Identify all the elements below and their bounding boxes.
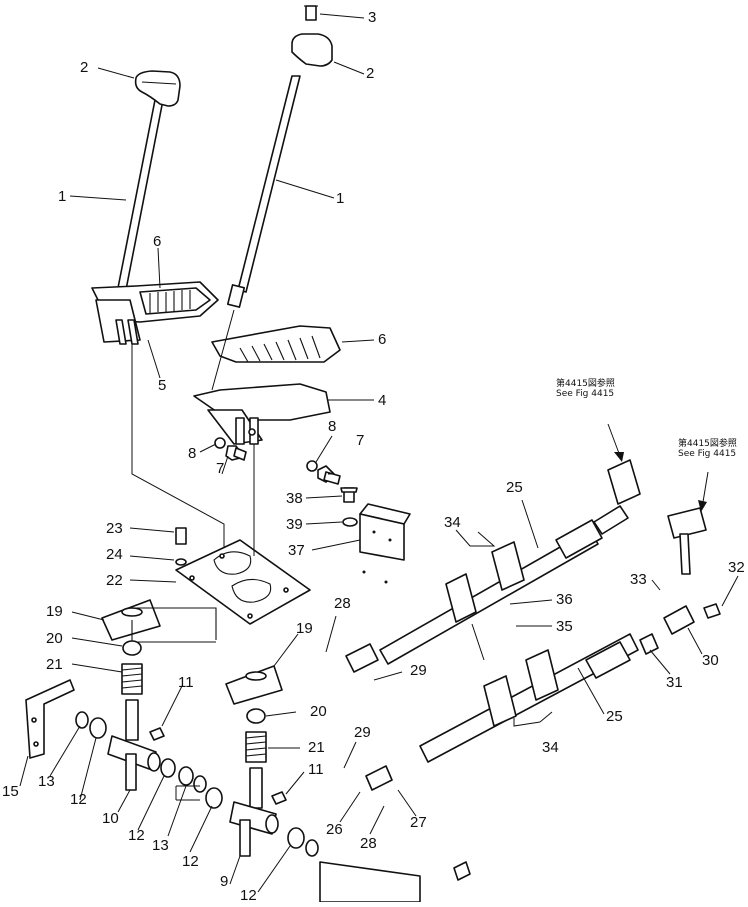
leader-arrowheads: [614, 452, 707, 512]
callout-7: 7: [216, 460, 225, 477]
cross-reference-en: See Fig 4415: [678, 448, 737, 459]
cross-reference-jp: 第4415図参照: [678, 439, 737, 449]
callout-2: 2: [80, 59, 89, 76]
callout-32: 32: [728, 559, 745, 576]
callout-20: 20: [310, 703, 327, 720]
boot-19: [101, 599, 283, 705]
callout-21: 21: [46, 656, 63, 673]
cross-reference-jp: 第4415図参照: [556, 379, 615, 389]
callout-28: 28: [360, 835, 377, 852]
callout-1: 1: [336, 190, 345, 207]
lever-right: [226, 5, 333, 308]
callout-21: 21: [308, 739, 325, 756]
callout-11: 11: [308, 761, 324, 778]
callout-19: 19: [296, 620, 313, 637]
leader-lines: [19, 13, 739, 893]
shaft-9: [229, 767, 279, 857]
callout-24: 24: [106, 546, 123, 563]
callout-12: 12: [240, 887, 257, 904]
callout-30: 30: [702, 652, 719, 669]
callout-5: 5: [158, 377, 167, 394]
cross-reference-note: 第4415図参照 See Fig 4415: [678, 439, 737, 460]
callout-10: 10: [102, 810, 119, 827]
callout-11: 11: [178, 674, 194, 691]
callout-29: 29: [410, 662, 427, 679]
clevis-30: [639, 507, 721, 655]
callout-13: 13: [38, 773, 55, 790]
callout-12: 12: [182, 853, 199, 870]
callout-37: 37: [288, 542, 305, 559]
callout-35: 35: [556, 618, 573, 635]
callout-25: 25: [606, 708, 623, 725]
callout-12: 12: [70, 791, 87, 808]
plate-22: [175, 539, 311, 625]
callout-34: 34: [542, 739, 559, 756]
callout-7: 7: [356, 432, 365, 449]
callout-33: 33: [630, 571, 647, 588]
callout-31: 31: [666, 674, 683, 691]
callout-19: 19: [46, 603, 63, 620]
bolt-23: [175, 527, 187, 566]
rod-lower: [365, 633, 639, 791]
shaft-10: [107, 699, 161, 791]
pedal-lower: [193, 383, 331, 445]
callout-20: 20: [46, 630, 63, 647]
callout-8: 8: [188, 445, 197, 462]
callout-25: 25: [506, 479, 523, 496]
pedal-left: [91, 281, 219, 345]
callout-38: 38: [286, 490, 303, 507]
callout-8: 8: [328, 418, 337, 435]
callout-26: 26: [326, 821, 343, 838]
springs-and-bushings: [121, 640, 267, 763]
callout-23: 23: [106, 520, 123, 537]
callout-28: 28: [334, 595, 351, 612]
bottom-plate: [319, 861, 471, 903]
callout-15: 15: [2, 783, 19, 800]
bushings-12-13: [75, 711, 319, 857]
callout-1: 1: [58, 188, 67, 205]
callout-29: 29: [354, 724, 371, 741]
cross-reference-en: See Fig 4415: [556, 388, 615, 399]
rod-upper: [345, 459, 641, 673]
callout-12: 12: [128, 827, 145, 844]
callout-4: 4: [378, 392, 387, 409]
pedal-middle: [211, 325, 341, 363]
callout-39: 39: [286, 516, 303, 533]
lever-left: [115, 70, 181, 301]
callout-6: 6: [378, 331, 387, 348]
bracket-15: [25, 679, 75, 759]
bolt-washer-group-1: [214, 437, 341, 485]
bracket-37: [340, 487, 411, 584]
callout-22: 22: [106, 572, 123, 589]
grease-fittings-11: [149, 727, 287, 805]
callout-3: 3: [368, 9, 377, 26]
callout-34: 34: [444, 514, 461, 531]
callout-9: 9: [220, 873, 229, 890]
callout-6: 6: [153, 233, 162, 250]
callout-27: 27: [410, 814, 427, 831]
cross-reference-note: 第4415図参照 See Fig 4415: [556, 379, 615, 400]
callout-13: 13: [152, 837, 169, 854]
callout-2: 2: [366, 65, 375, 82]
callout-36: 36: [556, 591, 573, 608]
